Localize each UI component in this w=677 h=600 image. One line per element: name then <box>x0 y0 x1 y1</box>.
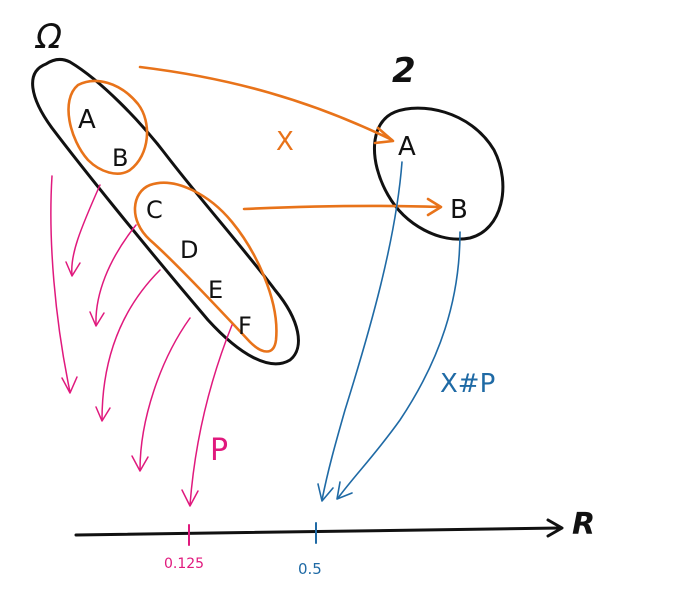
real-axis-line <box>74 526 562 537</box>
map-p-arrow-2 <box>71 184 101 276</box>
map-x-arrow-to-b-head <box>426 197 443 217</box>
tick-label-05: 0.5 <box>298 560 322 578</box>
map-p-arrow-6 <box>189 324 233 506</box>
map-x-arrow-to-a <box>138 65 394 142</box>
omega-symbol: Ω <box>34 17 62 57</box>
map-x: X <box>138 65 443 217</box>
omega-outcome-c: C <box>146 196 163 224</box>
range-outcome-a: A <box>398 132 416 162</box>
map-p-arrow-2-head <box>65 261 81 277</box>
orange-subset-ab <box>67 79 149 175</box>
range-symbol: 2 <box>392 51 416 91</box>
map-p: P <box>50 175 233 507</box>
pushforward-arrow-from-b-head <box>336 481 353 500</box>
omega-outcome-a: A <box>78 105 96 135</box>
range-outline <box>372 106 505 241</box>
real-axis: R 0.125 0.5 <box>74 507 595 578</box>
omega-outcome-d: D <box>180 236 198 264</box>
map-x-arrow-to-a-head <box>373 126 395 145</box>
omega-outcome-f: F <box>238 312 252 340</box>
map-p-arrow-5-head <box>131 455 149 472</box>
orange-subset-cdef <box>133 181 278 353</box>
map-p-arrow-1 <box>50 175 71 393</box>
map-p-arrow-1-head <box>61 376 78 394</box>
real-axis-arrowhead <box>546 518 564 538</box>
pushforward: X#P <box>317 161 495 502</box>
tick-label-0125: 0.125 <box>164 556 204 572</box>
pushforward-arrow-from-a <box>321 161 403 501</box>
omega-set: Ω A B C D E F <box>31 17 300 366</box>
omega-outline <box>31 57 300 366</box>
map-p-arrow-3-head <box>89 311 105 327</box>
map-p-arrow-4 <box>101 269 161 421</box>
map-p-arrow-4-head <box>95 406 111 422</box>
map-p-arrow-6-head <box>181 489 199 507</box>
omega-outcome-e: E <box>208 276 223 304</box>
range-set: 2 A B <box>372 51 505 241</box>
map-x-label: X <box>276 127 294 157</box>
map-p-arrow-3 <box>95 224 137 326</box>
map-x-arrow-to-b <box>242 204 442 211</box>
pushforward-arrow-from-b <box>337 231 461 499</box>
pushforward-arrow-from-a-head <box>317 483 334 502</box>
map-p-arrow-5 <box>139 317 191 471</box>
pushforward-label: X#P <box>440 369 495 399</box>
omega-outcome-b: B <box>112 144 128 172</box>
range-outcome-b: B <box>450 195 468 225</box>
map-p-label: P <box>210 433 228 468</box>
real-axis-label: R <box>572 507 595 542</box>
